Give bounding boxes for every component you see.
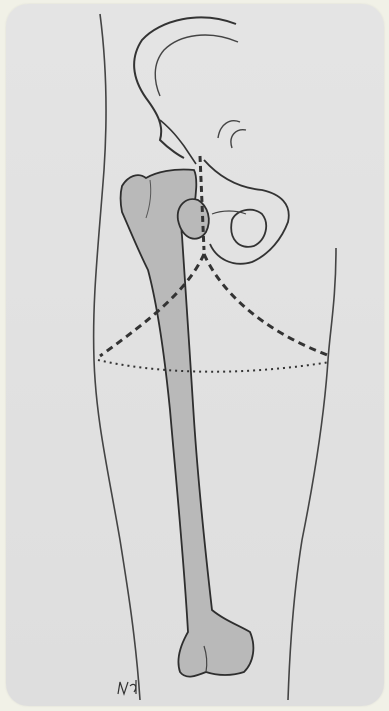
signature-mark xyxy=(118,680,136,694)
dotted-line-horizontal xyxy=(98,360,330,372)
sacral-curve xyxy=(218,121,246,148)
pelvis-inner-curve xyxy=(155,35,238,96)
dashed-line-right-arc xyxy=(204,254,330,356)
femur-bone xyxy=(121,169,254,676)
leg-outline-left xyxy=(94,14,140,700)
obturator-foramen xyxy=(231,210,266,247)
pelvis-iliac-crest xyxy=(134,17,236,158)
leg-outline-right xyxy=(288,248,336,700)
acetabulum-rim xyxy=(160,120,196,164)
